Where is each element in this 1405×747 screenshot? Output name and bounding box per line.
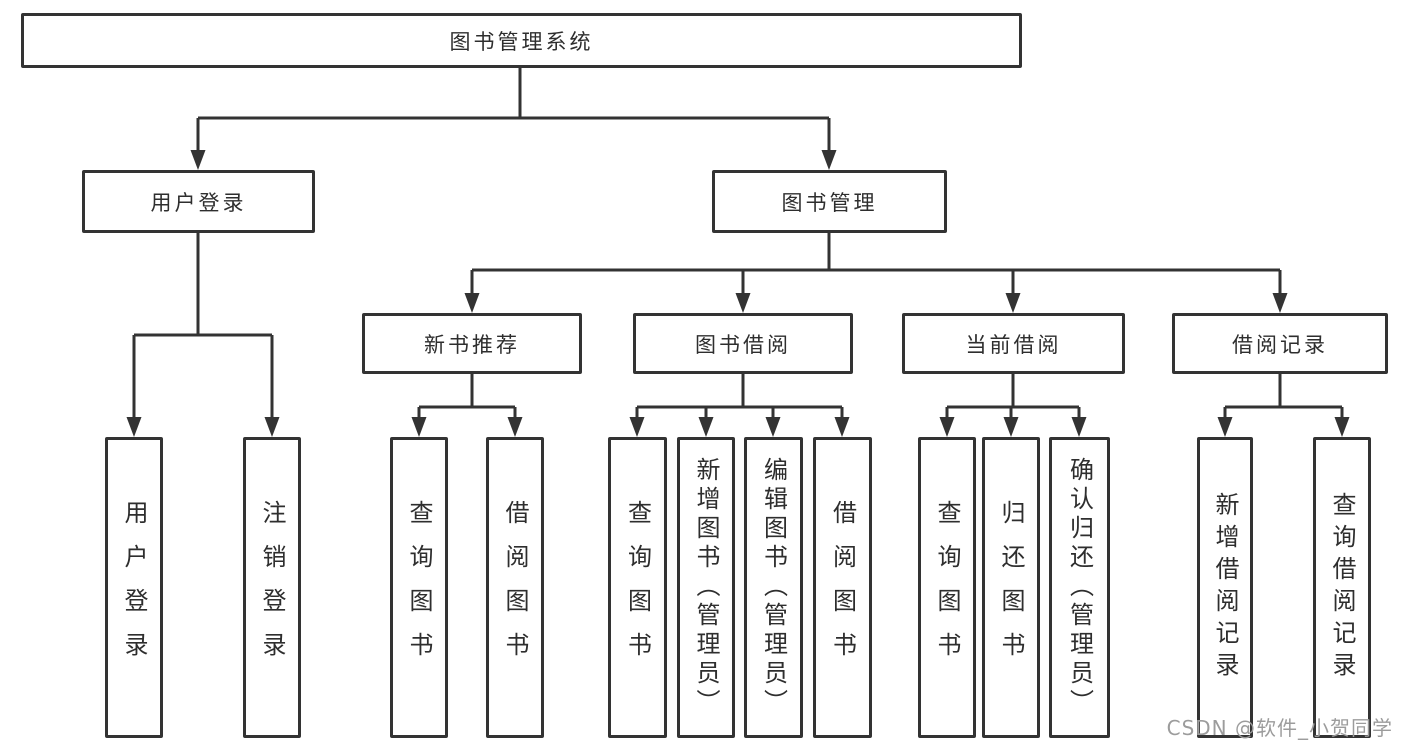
- connector-current-borrow-children: [939, 374, 1087, 437]
- leaf-confirm-return-admin-label: 确认归还（管理员）: [1065, 457, 1094, 718]
- leaf-borrow-books: 借阅图书: [813, 437, 872, 738]
- leaf-add-borrow-record-label: 新增借阅记录: [1211, 491, 1239, 684]
- leaf-query-books-current: 查询图书: [918, 437, 976, 738]
- leaf-query-borrow-record: 查询借阅记录: [1313, 437, 1371, 738]
- connector-user-login-children: [126, 233, 280, 437]
- leaf-logout-label: 注销登录: [258, 499, 286, 676]
- leaf-add-borrow-record: 新增借阅记录: [1197, 437, 1253, 738]
- connector-root-to-level2: [190, 68, 837, 170]
- leaf-borrow-books-label: 借阅图书: [828, 499, 857, 676]
- node-library-system: 图书管理系统: [21, 13, 1022, 68]
- leaf-query-books-borrow: 查询图书: [608, 437, 667, 738]
- connector-book-management-children: [464, 233, 1288, 313]
- node-user-login: 用户登录: [82, 170, 315, 233]
- leaf-return-books: 归还图书: [982, 437, 1040, 738]
- leaf-borrow-books-recommend: 借阅图书: [486, 437, 544, 738]
- leaf-query-books-recommend: 查询图书: [390, 437, 448, 738]
- leaf-user-login-label: 用户登录: [120, 499, 148, 676]
- leaf-return-books-label: 归还图书: [997, 499, 1025, 676]
- leaf-query-books-recommend-label: 查询图书: [405, 499, 433, 676]
- connector-book-borrow-children: [629, 374, 850, 437]
- node-borrow-records: 借阅记录: [1172, 313, 1388, 374]
- leaf-query-books-current-label: 查询图书: [933, 499, 961, 676]
- leaf-logout: 注销登录: [243, 437, 301, 738]
- leaf-borrow-books-recommend-label: 借阅图书: [501, 499, 529, 676]
- node-book-borrow: 图书借阅: [633, 313, 853, 374]
- connector-borrow-records-children: [1217, 374, 1350, 437]
- leaf-confirm-return-admin: 确认归还（管理员）: [1049, 437, 1110, 738]
- csdn-watermark: CSDN @软件_小贺同学: [1166, 716, 1393, 740]
- leaf-edit-books-admin-label: 编辑图书（管理员）: [759, 457, 788, 718]
- leaf-add-books-admin: 新增图书（管理员）: [677, 437, 735, 738]
- node-current-borrow: 当前借阅: [902, 313, 1125, 374]
- node-book-management: 图书管理: [712, 170, 947, 233]
- leaf-query-books-borrow-label: 查询图书: [623, 499, 652, 676]
- leaf-user-login: 用户登录: [105, 437, 163, 738]
- node-new-book-recommend: 新书推荐: [362, 313, 582, 374]
- leaf-add-books-admin-label: 新增图书（管理员）: [692, 457, 720, 718]
- leaf-query-borrow-record-label: 查询借阅记录: [1328, 491, 1356, 684]
- leaf-edit-books-admin: 编辑图书（管理员）: [744, 437, 803, 738]
- connector-new-book-children: [411, 374, 523, 437]
